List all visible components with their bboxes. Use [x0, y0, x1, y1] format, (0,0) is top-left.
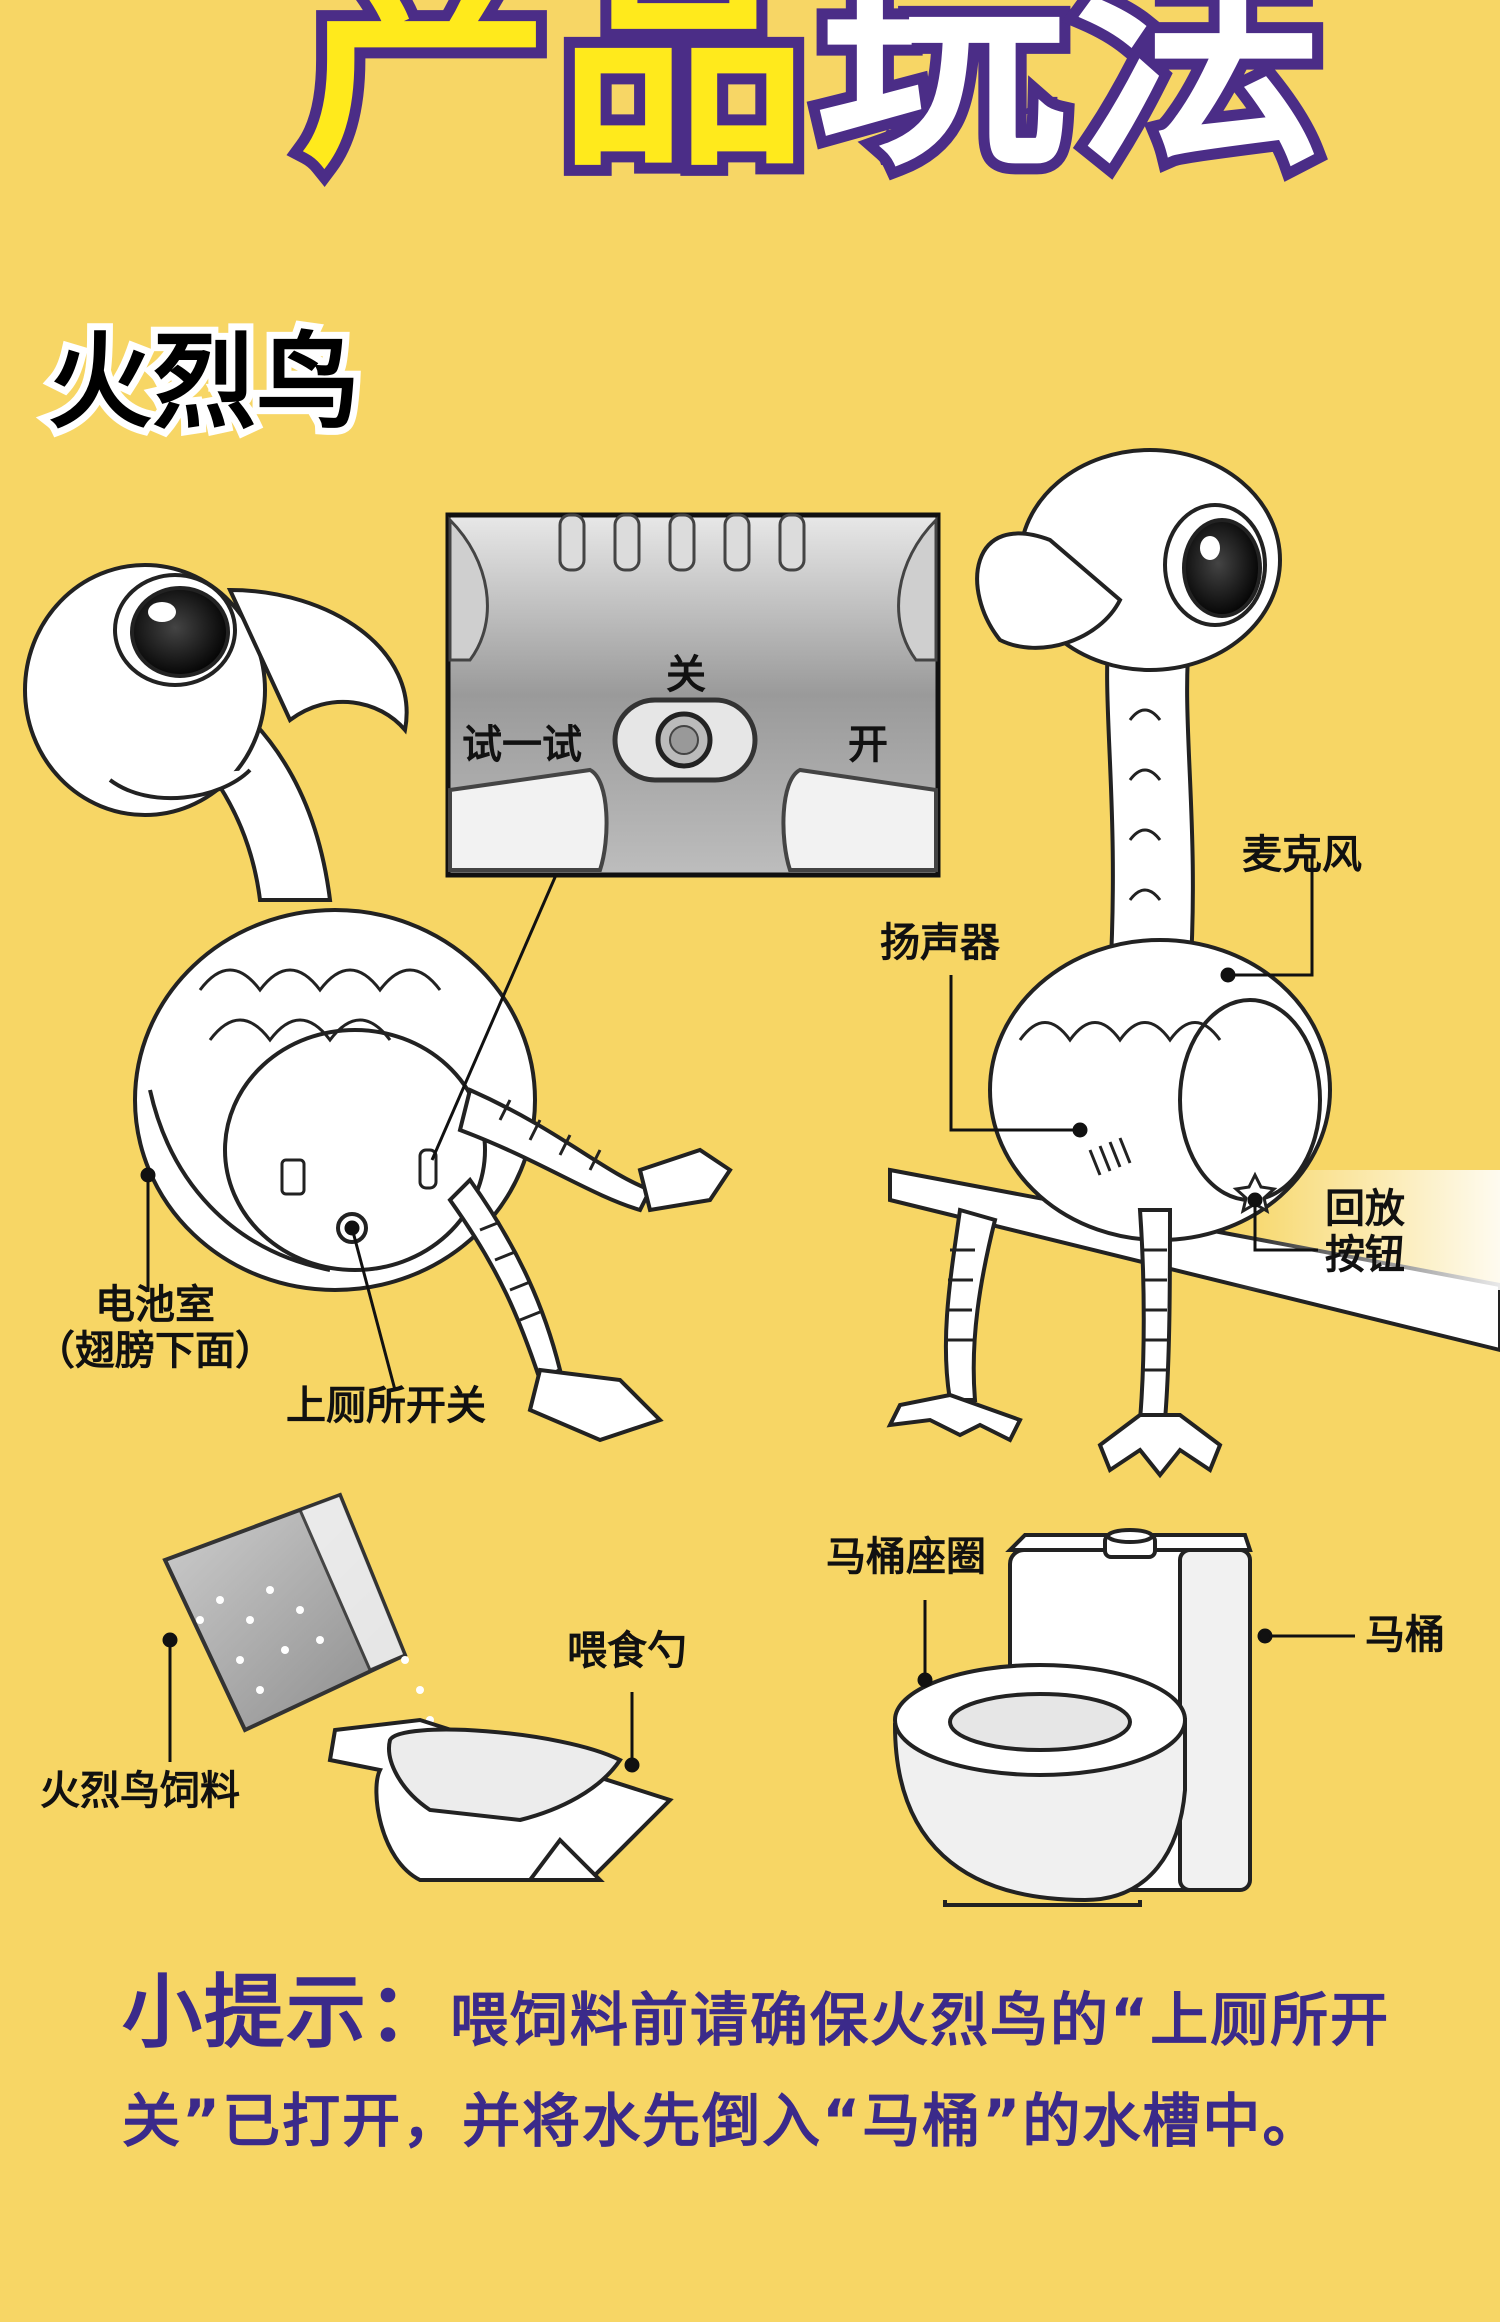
battery-line2: （翅膀下面） — [35, 1328, 275, 1374]
section-title: 火烈鸟 — [41, 321, 367, 443]
switch-label-try: 试一试 — [462, 722, 582, 768]
title-part1: 产品 — [289, 0, 819, 200]
microphone-label: 麦克风 — [1242, 832, 1362, 878]
battery-line1: 电池室 — [95, 1282, 215, 1328]
switch-zoom-panel — [445, 512, 941, 878]
playback-button-label: 回放 按钮 — [1325, 1186, 1405, 1278]
callout-lines — [140, 858, 1355, 1773]
playback-line2: 按钮 — [1325, 1232, 1405, 1278]
title-part2: 玩法 — [805, 0, 1335, 200]
flamingo-feed-label: 火烈鸟饲料 — [40, 1768, 240, 1814]
flamingo-right-illustration — [886, 448, 1500, 1479]
switch-label-off: 关 — [666, 652, 706, 698]
feeding-spoon-label: 喂食勺 — [567, 1628, 687, 1674]
toilet-seat-label: 马桶座圈 — [826, 1534, 986, 1580]
tip-text: 喂饲料前请确保火烈鸟的“上厕所开关”已打开，并将水先倒入“马桶”的水槽中。 — [122, 1986, 1391, 2155]
speaker-label: 扬声器 — [880, 920, 1000, 966]
switch-label-on: 开 — [848, 722, 888, 768]
tip-box: 小提示：喂饲料前请确保火烈鸟的“上厕所开关”已打开，并将水先倒入“马桶”的水槽中… — [122, 1950, 1422, 2167]
toilet-illustration — [892, 1528, 1253, 1907]
feed-bag-illustration — [162, 1492, 459, 1809]
tip-label: 小提示： — [122, 1966, 450, 2059]
feeding-spoon-illustration — [327, 1717, 674, 1882]
toilet-label: 马桶 — [1365, 1612, 1445, 1658]
page-title: 产品玩法 — [289, 0, 1335, 191]
battery-compartment-label: 电池室 （翅膀下面） — [35, 1282, 275, 1374]
flamingo-left-illustration — [23, 563, 733, 1443]
potty-switch-label: 上厕所开关 — [286, 1383, 486, 1429]
playback-line1: 回放 — [1325, 1186, 1405, 1232]
